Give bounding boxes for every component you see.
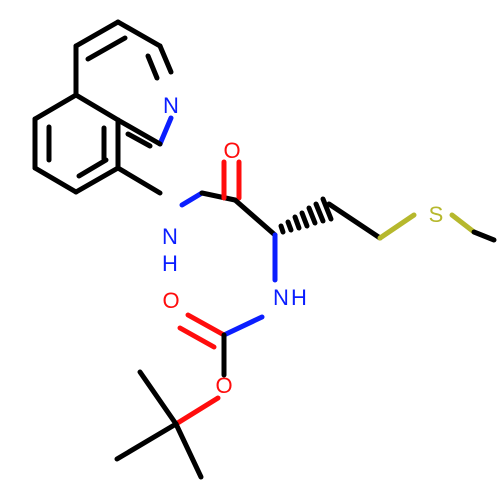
bond bbox=[32, 92, 79, 122]
bond bbox=[471, 229, 497, 243]
atom-label-o-amide: O bbox=[223, 138, 240, 163]
bond bbox=[137, 369, 179, 427]
bond bbox=[292, 214, 302, 231]
bond bbox=[232, 197, 278, 238]
atom-label-n-ring: N bbox=[163, 93, 179, 118]
bond bbox=[177, 325, 217, 350]
bond bbox=[326, 201, 383, 241]
bond bbox=[157, 115, 174, 147]
bond bbox=[173, 395, 221, 427]
bond bbox=[299, 210, 310, 229]
bond bbox=[76, 157, 109, 179]
bond bbox=[73, 165, 121, 195]
bond bbox=[199, 190, 238, 203]
atom-label-o-ester: O bbox=[215, 373, 232, 398]
bond bbox=[278, 223, 286, 235]
bond bbox=[145, 53, 160, 81]
amide-linkage bbox=[115, 159, 278, 238]
bond bbox=[114, 421, 179, 462]
bond bbox=[306, 205, 318, 226]
bond bbox=[125, 131, 153, 149]
bond bbox=[185, 312, 227, 338]
bond bbox=[221, 314, 265, 338]
bond bbox=[85, 35, 128, 62]
bond bbox=[313, 201, 326, 224]
bond bbox=[73, 19, 121, 49]
bond bbox=[115, 19, 163, 49]
atom-label-o-carbonyl: O bbox=[162, 288, 179, 313]
bond bbox=[320, 196, 334, 222]
atom-label-n-carbamate: N bbox=[273, 285, 289, 310]
side-chain bbox=[278, 196, 497, 243]
boc-group bbox=[114, 232, 278, 480]
atom-label-h-amide: H bbox=[162, 251, 178, 276]
bond bbox=[179, 190, 205, 208]
quinoline-ring bbox=[32, 19, 174, 195]
bond bbox=[173, 421, 204, 480]
bond bbox=[73, 92, 121, 123]
atom-label-n-amide: N bbox=[162, 224, 178, 249]
atom-label-s-thioether: S bbox=[429, 202, 444, 227]
bond bbox=[115, 165, 163, 196]
atom-label-h-carbamate: H bbox=[291, 285, 307, 310]
bond bbox=[115, 117, 163, 147]
bond bbox=[157, 43, 174, 75]
bond bbox=[285, 219, 294, 233]
bond bbox=[32, 165, 79, 195]
bond bbox=[377, 212, 417, 241]
bond bbox=[449, 212, 477, 235]
